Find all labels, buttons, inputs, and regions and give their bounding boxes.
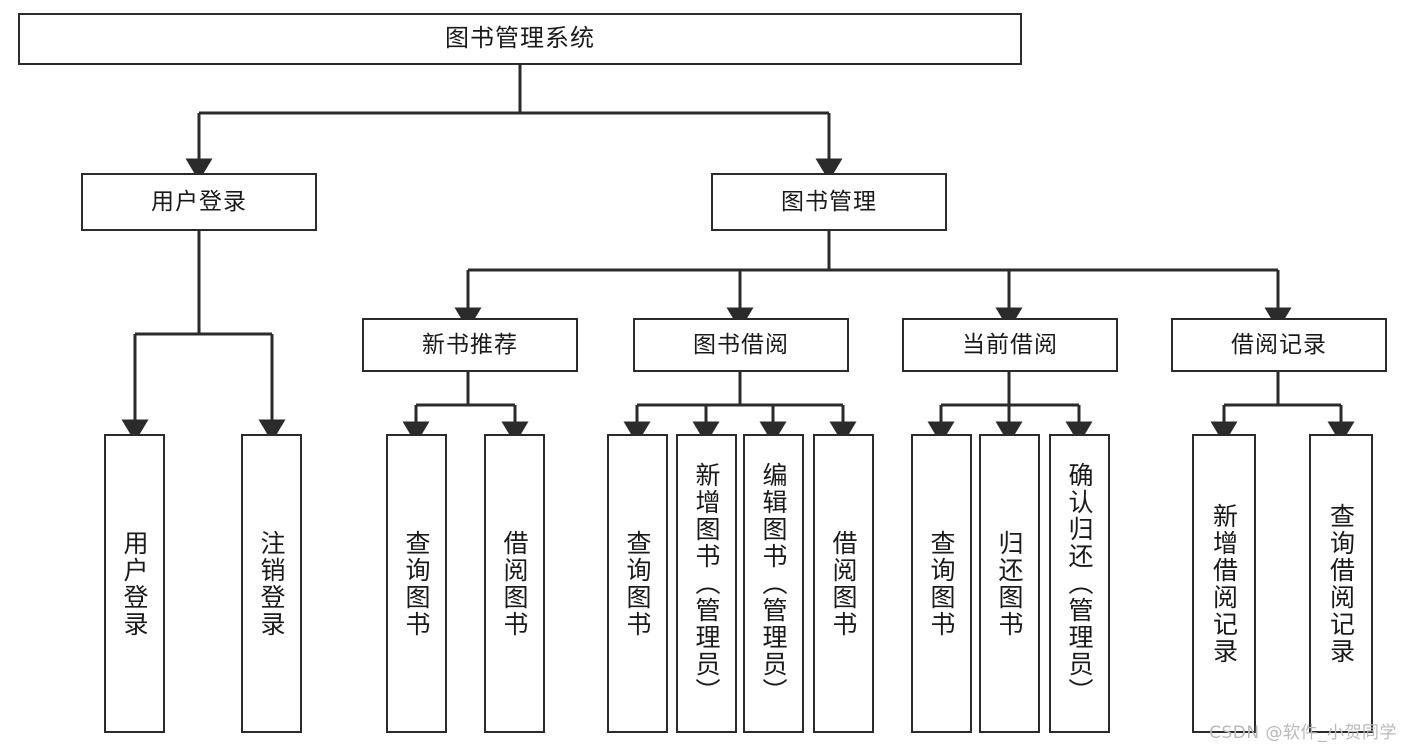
leaf-add-book-admin[interactable]: 新增图书（管理员） (676, 434, 737, 733)
node-label: 新增图书（管理员） (692, 462, 721, 705)
node-label: 编辑图书（管理员） (759, 462, 788, 705)
node-book-borrow[interactable]: 图书借阅 (633, 318, 849, 372)
node-user-login[interactable]: 用户登录 (81, 173, 317, 231)
node-label: 注销登录 (257, 529, 286, 638)
node-label: 查询借阅记录 (1326, 502, 1356, 665)
leaf-query-book-borrow[interactable]: 查询图书 (607, 434, 668, 733)
node-label: 查询图书 (927, 529, 956, 638)
node-label: 新增借阅记录 (1209, 502, 1239, 665)
node-borrow-records[interactable]: 借阅记录 (1171, 318, 1387, 372)
leaf-borrow-book-recommend[interactable]: 借阅图书 (484, 434, 545, 733)
node-label: 确认归还（管理员） (1065, 462, 1094, 705)
node-current-borrow[interactable]: 当前借阅 (902, 318, 1118, 372)
node-label: 用户登录 (151, 188, 247, 215)
node-label: 用户登录 (120, 529, 149, 638)
node-label: 当前借阅 (962, 331, 1058, 358)
leaf-add-borrow-record[interactable]: 新增借阅记录 (1192, 434, 1256, 733)
leaf-user-login[interactable]: 用户登录 (104, 434, 165, 733)
leaf-return-book[interactable]: 归还图书 (979, 434, 1040, 733)
node-new-book-recommend[interactable]: 新书推荐 (362, 318, 578, 372)
node-label: 新书推荐 (422, 331, 518, 358)
node-label: 查询图书 (402, 529, 431, 638)
node-label: 借阅图书 (829, 529, 858, 638)
node-label: 借阅记录 (1231, 331, 1327, 358)
leaf-borrow-book[interactable]: 借阅图书 (813, 434, 874, 733)
leaf-confirm-return-admin[interactable]: 确认归还（管理员） (1049, 434, 1110, 733)
node-root-system[interactable]: 图书管理系统 (18, 13, 1022, 65)
leaf-query-borrow-record[interactable]: 查询借阅记录 (1309, 434, 1373, 733)
node-label: 借阅图书 (500, 529, 529, 638)
node-label: 图书管理 (781, 188, 877, 215)
leaf-logout[interactable]: 注销登录 (241, 434, 302, 733)
node-label: 归还图书 (995, 529, 1024, 638)
leaf-query-book-recommend[interactable]: 查询图书 (386, 434, 447, 733)
node-label: 查询图书 (623, 529, 652, 638)
watermark: CSDN @软件_小贺同学 (1209, 723, 1397, 743)
node-label: 图书管理系统 (445, 24, 595, 53)
leaf-edit-book-admin[interactable]: 编辑图书（管理员） (743, 434, 804, 733)
node-book-management[interactable]: 图书管理 (711, 173, 947, 231)
leaf-query-book-current[interactable]: 查询图书 (911, 434, 972, 733)
node-label: 图书借阅 (693, 331, 789, 358)
